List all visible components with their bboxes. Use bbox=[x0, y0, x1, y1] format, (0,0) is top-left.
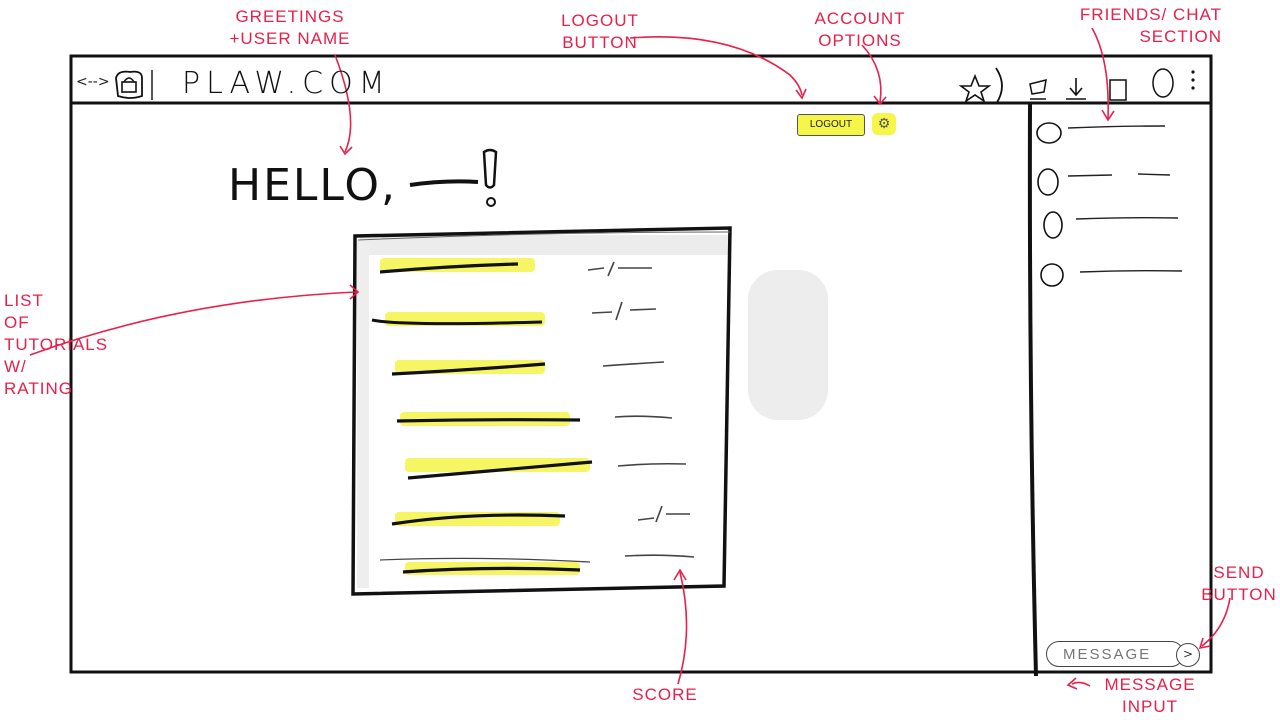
tutorial-list-panel bbox=[351, 226, 732, 596]
annotation-account: ACCOUNT OPTIONS bbox=[785, 8, 935, 52]
annotation-send: SEND BUTTON bbox=[1200, 562, 1278, 606]
annotation-logout-text: LOGOUT BUTTON bbox=[561, 11, 639, 52]
annotation-score-text: SCORE bbox=[632, 685, 698, 704]
tutorial-score bbox=[637, 505, 690, 523]
tutorial-score bbox=[602, 361, 665, 367]
friend-avatar bbox=[1037, 168, 1059, 196]
tutorial-score bbox=[617, 462, 687, 467]
username-blank bbox=[409, 179, 479, 187]
annotation-tutorials-text: LIST OF TUTORIALS W/ RATING bbox=[4, 291, 109, 398]
tutorial-score bbox=[624, 554, 695, 558]
tutorial-score bbox=[614, 415, 673, 419]
annotation-greetings: GREETINGS +USER NAME bbox=[190, 6, 390, 50]
annotation-friends-text: FRIENDS/ CHAT SECTION bbox=[1079, 5, 1222, 46]
lock-icon bbox=[115, 70, 153, 100]
panel-shadow bbox=[748, 270, 828, 420]
friend-item bbox=[1037, 168, 1171, 196]
tutorial-score bbox=[587, 261, 652, 277]
greeting-heading: HELLO, bbox=[228, 160, 397, 211]
panel-left-shade bbox=[357, 240, 369, 588]
tutorial-row bbox=[379, 258, 652, 277]
annotation-account-text: ACCOUNT OPTIONS bbox=[814, 9, 906, 50]
bookmark-star-icon bbox=[958, 73, 992, 103]
panel-inner-line bbox=[357, 231, 731, 241]
annotation-greetings-text: GREETINGS +USER NAME bbox=[229, 7, 351, 48]
friend-item bbox=[1040, 263, 1183, 287]
menu-dots-icon bbox=[1191, 70, 1195, 90]
friend-avatar bbox=[1036, 122, 1062, 144]
chevron-right-icon: > bbox=[1182, 647, 1194, 661]
tabs-icon bbox=[1109, 79, 1127, 101]
address-bar-end bbox=[995, 67, 1003, 105]
back-forward-buttons[interactable]: <--> bbox=[76, 74, 110, 90]
annotation-friends: FRIENDS/ CHAT SECTION bbox=[990, 4, 1222, 48]
tutorial-row bbox=[371, 301, 657, 326]
gear-icon: ⚙ bbox=[877, 116, 891, 132]
greeting-text: HELLO, bbox=[228, 160, 397, 211]
annotation-arrows bbox=[29, 27, 1231, 690]
tutorial-row bbox=[396, 412, 673, 426]
tutorial-row bbox=[391, 360, 665, 376]
annotation-message-text: MESSAGE INPUT bbox=[1104, 675, 1196, 716]
profile-icon bbox=[1152, 68, 1174, 98]
tutorial-row bbox=[391, 505, 690, 526]
panel-top-shade bbox=[360, 235, 730, 255]
friend-item bbox=[1036, 122, 1166, 144]
exclamation-mark bbox=[482, 148, 498, 207]
message-input[interactable] bbox=[1046, 641, 1184, 667]
friends-sidebar-divider bbox=[1027, 103, 1038, 677]
annotation-tutorials: LIST OF TUTORIALS W/ RATING bbox=[4, 290, 124, 400]
send-button[interactable]: > bbox=[1176, 643, 1200, 667]
friend-avatar bbox=[1040, 263, 1064, 287]
address-bar-url[interactable]: PLAW.COM bbox=[182, 66, 391, 101]
friend-avatar bbox=[1043, 211, 1063, 239]
account-options-button[interactable]: ⚙ bbox=[872, 113, 896, 135]
friend-item bbox=[1043, 211, 1179, 239]
download-icon bbox=[1066, 78, 1086, 100]
annotation-logout: LOGOUT BUTTON bbox=[545, 10, 655, 54]
tutorial-rows bbox=[371, 258, 695, 575]
annotation-score: SCORE bbox=[625, 684, 705, 706]
tutorial-row bbox=[379, 554, 695, 575]
browser-window-frame bbox=[69, 54, 1213, 674]
tutorial-score bbox=[591, 301, 657, 321]
logout-button[interactable]: LOGOUT bbox=[797, 114, 865, 136]
annotation-message: MESSAGE INPUT bbox=[1090, 674, 1210, 718]
tutorial-row bbox=[405, 458, 687, 480]
friends-list bbox=[1036, 122, 1183, 287]
extensions-icon bbox=[1029, 78, 1047, 100]
annotation-send-text: SEND BUTTON bbox=[1201, 563, 1277, 604]
